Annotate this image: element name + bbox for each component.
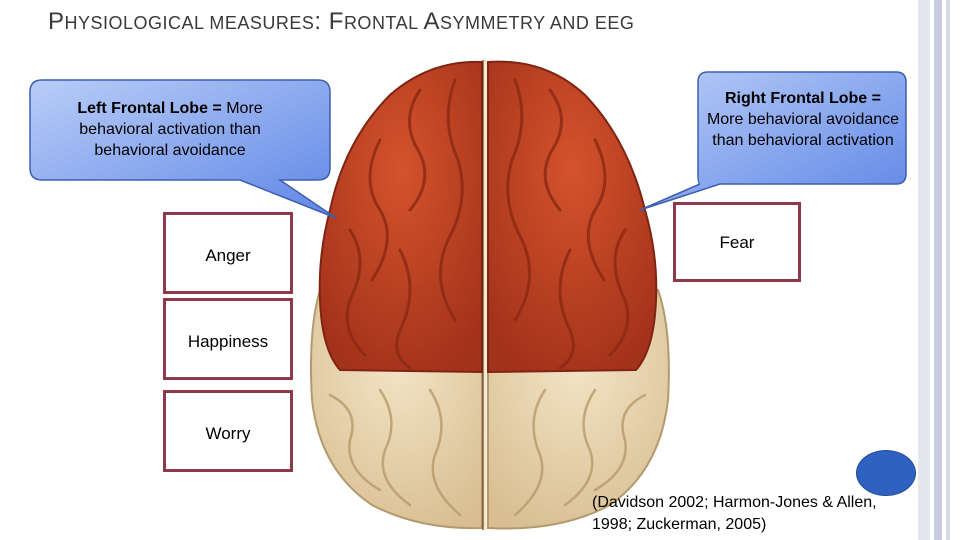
blue-circle-decoration <box>856 450 916 496</box>
left-callout-heading: Left Frontal Lobe = <box>77 100 222 117</box>
right-callout-body: More behavioral avoidance than behaviora… <box>706 111 900 149</box>
emotion-box-fear: Fear <box>673 202 801 282</box>
title-part: RONTAL <box>343 13 424 33</box>
left-frontal-lobe <box>318 60 483 374</box>
emotion-label: Worry <box>205 424 251 443</box>
slide-border-stripe <box>918 0 930 540</box>
right-callout-text: Right Frontal Lobe = More behavioral avo… <box>706 88 900 151</box>
emotion-label: Anger <box>205 246 251 265</box>
left-callout-bubble <box>29 79 337 219</box>
right-callout-heading: Right Frontal Lobe = <box>725 90 881 107</box>
left-callout-body: More behavioral activation than behavior… <box>79 100 263 159</box>
slide-border-stripe <box>946 0 950 540</box>
right-frontal-lobe <box>487 60 658 374</box>
title-part: EEG <box>594 13 635 33</box>
title-part: HYSIOLOGICAL MEASURES <box>64 13 315 33</box>
left-hemisphere <box>310 60 483 530</box>
right-callout-bubble <box>639 71 907 211</box>
title-part: SYMMETRY AND <box>439 13 595 33</box>
citation-text: (Davidson 2002; Harmon-Jones & Allen, 19… <box>592 494 877 533</box>
emotion-box-worry: Worry <box>163 390 293 472</box>
emotion-box-happiness: Happiness <box>163 298 293 380</box>
left-callout-text: Left Frontal Lobe = More behavioral acti… <box>56 98 284 161</box>
emotion-label: Happiness <box>187 332 269 351</box>
title-part: F <box>328 8 344 35</box>
slide-title: PHYSIOLOGICAL MEASURES: FRONTAL ASYMMETR… <box>48 8 634 36</box>
title-part: A <box>423 8 440 35</box>
emotion-box-anger: Anger <box>163 212 293 294</box>
title-part: P <box>48 8 65 35</box>
slide-border-stripe <box>934 0 942 540</box>
title-part: : <box>314 8 329 35</box>
right-hemisphere <box>487 60 670 530</box>
emotion-label: Fear <box>719 233 755 252</box>
